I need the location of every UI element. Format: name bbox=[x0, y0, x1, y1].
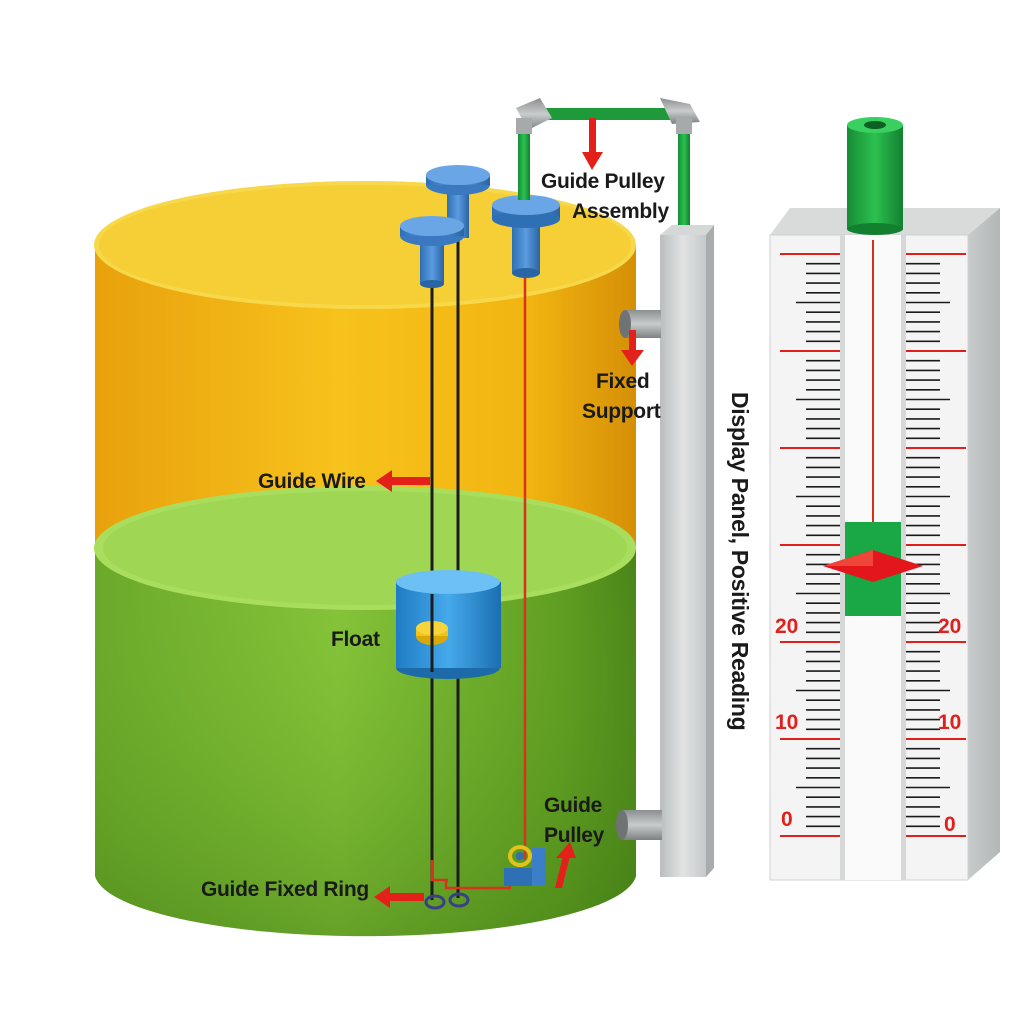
label-guide-pulley-assembly-2: Assembly bbox=[572, 200, 669, 223]
arrow-guide-fixed-ring bbox=[374, 886, 424, 908]
level-indicator bbox=[823, 522, 923, 616]
label-display-panel: Display Panel, Positive Reading bbox=[727, 392, 753, 730]
callout-labels: Guide Pulley Assembly Fixed Support Guid… bbox=[201, 170, 753, 901]
scale-number-left-20: 20 bbox=[775, 615, 798, 638]
display-panel: 20 10 0 20 10 0 bbox=[769, 117, 1000, 881]
arrow-guide-pulley-assembly bbox=[582, 118, 603, 170]
float bbox=[396, 570, 501, 679]
tank bbox=[94, 181, 636, 937]
scale-number-right-20: 20 bbox=[938, 615, 961, 638]
label-float: Float bbox=[331, 628, 380, 651]
bottom-fittings bbox=[424, 845, 546, 910]
arrow-guide-wire bbox=[376, 470, 430, 492]
bottom-pulley bbox=[504, 845, 546, 886]
top-pulley-tape bbox=[492, 195, 560, 278]
display-top-tube bbox=[847, 117, 903, 235]
scale-number-left-10: 10 bbox=[775, 711, 798, 734]
label-fixed-support-1: Fixed bbox=[596, 370, 649, 393]
guide-fixed-ring-right bbox=[448, 892, 470, 908]
label-guide-wire: Guide Wire bbox=[258, 470, 366, 493]
fixed-support-bracket-lower bbox=[616, 810, 662, 840]
scale-number-left-0: 0 bbox=[781, 808, 793, 831]
label-fixed-support-2: Support bbox=[582, 400, 661, 423]
top-pulleys bbox=[400, 165, 560, 288]
top-pulley-left bbox=[400, 216, 464, 288]
support-pole bbox=[516, 98, 714, 877]
pipe-elbow-left bbox=[516, 98, 552, 134]
label-guide-pulley-2: Pulley bbox=[544, 824, 605, 847]
label-guide-pulley-assembly-1: Guide Pulley bbox=[541, 170, 665, 193]
tank-upper-wall bbox=[95, 245, 636, 560]
arrow-fixed-support bbox=[621, 330, 644, 366]
arrow-guide-pulley bbox=[555, 842, 576, 888]
scale-number-right-10: 10 bbox=[938, 711, 961, 734]
label-guide-fixed-ring: Guide Fixed Ring bbox=[201, 878, 369, 901]
callout-arrows bbox=[374, 118, 644, 908]
label-guide-pulley-1: Guide bbox=[544, 794, 602, 817]
pipe-elbow-right bbox=[660, 98, 700, 134]
scale-ticks-right bbox=[906, 253, 966, 837]
fixed-support-bracket-upper bbox=[619, 310, 661, 338]
scale-number-right-0: 0 bbox=[944, 813, 956, 836]
guide-fixed-ring-left bbox=[424, 894, 446, 910]
